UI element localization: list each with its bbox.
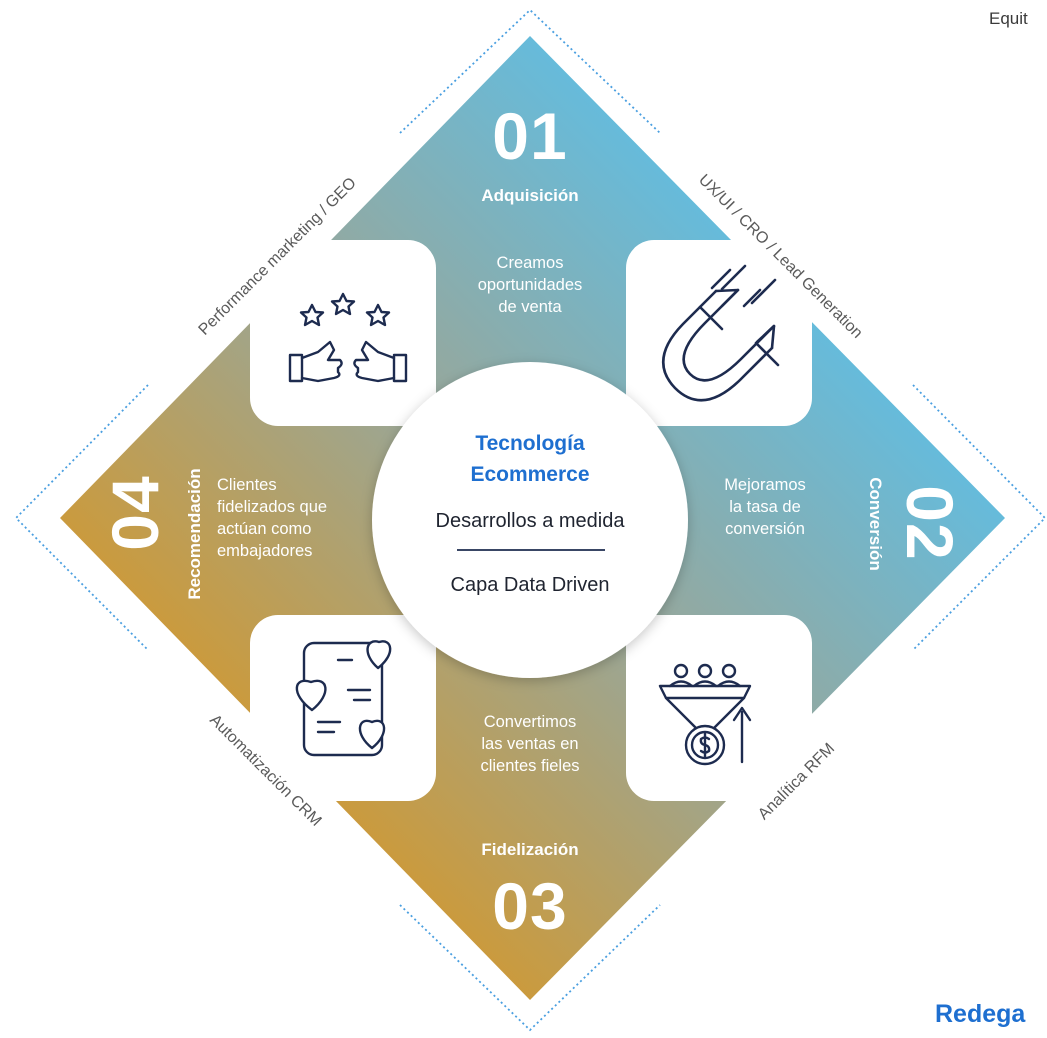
step-02-number: 02 <box>893 485 967 561</box>
step-02-title: Conversión <box>866 477 885 571</box>
center-circle <box>372 362 688 678</box>
dotted-frame <box>14 8 1047 1032</box>
step-04-number: 04 <box>98 475 172 551</box>
funnel-dollar-icon <box>658 663 752 766</box>
magnet-icon <box>661 264 780 402</box>
center-line-1: Desarrollos a medida <box>435 510 625 532</box>
card-bottom-left <box>250 615 436 801</box>
step-03-title: Fidelización <box>481 840 579 859</box>
corner-text: Equit <box>989 9 1028 28</box>
step-04-title: Recomendación <box>185 468 204 600</box>
step-01-title: Adquisición <box>481 186 579 205</box>
card-top-right <box>626 240 812 426</box>
step-03-number: 03 <box>492 869 568 943</box>
phone-hearts-icon <box>295 640 392 757</box>
card-bottom-right <box>626 615 812 801</box>
logo: Redega <box>935 1000 1026 1028</box>
stars-thumbs-up-icon <box>288 292 408 383</box>
step-01-number: 01 <box>492 99 568 173</box>
center-line-2: Capa Data Driven <box>450 574 610 596</box>
